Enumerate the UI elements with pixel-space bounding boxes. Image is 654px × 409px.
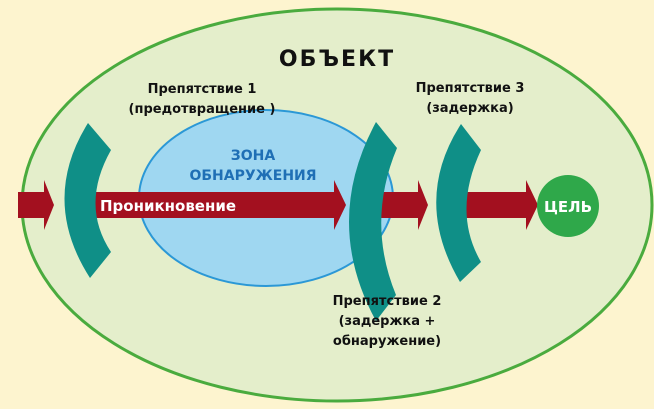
penetration-arrow [18,180,538,230]
goal [537,175,599,237]
barrier-1-label: Препятствие 1 [148,82,257,97]
barrier-3-label: Препятствие 3 [416,81,525,96]
object-title: ОБЪЕКТ [279,47,395,72]
barrier-2-sublabel-2: обнаружение) [333,334,441,349]
barrier-3 [436,124,481,282]
zone-label-1: ЗОНА [231,148,276,164]
barrier-2-label: Препятствие 2 [333,294,442,309]
arrow-segment [18,180,54,230]
arrow-segment [90,180,346,230]
arrow-segment [380,180,428,230]
barrier-2-sublabel: (задержка + [339,314,436,329]
barrier-2 [349,122,397,321]
barrier-1 [64,123,111,278]
zone-label-2: ОБНАРУЖЕНИЯ [189,168,316,184]
penetration-label: Проникновение [100,197,236,215]
goal-label: ЦЕЛЬ [544,198,592,216]
barrier-1-sublabel: (предотвращение ) [129,102,276,117]
barrier-3-sublabel: (задержка) [426,101,513,116]
